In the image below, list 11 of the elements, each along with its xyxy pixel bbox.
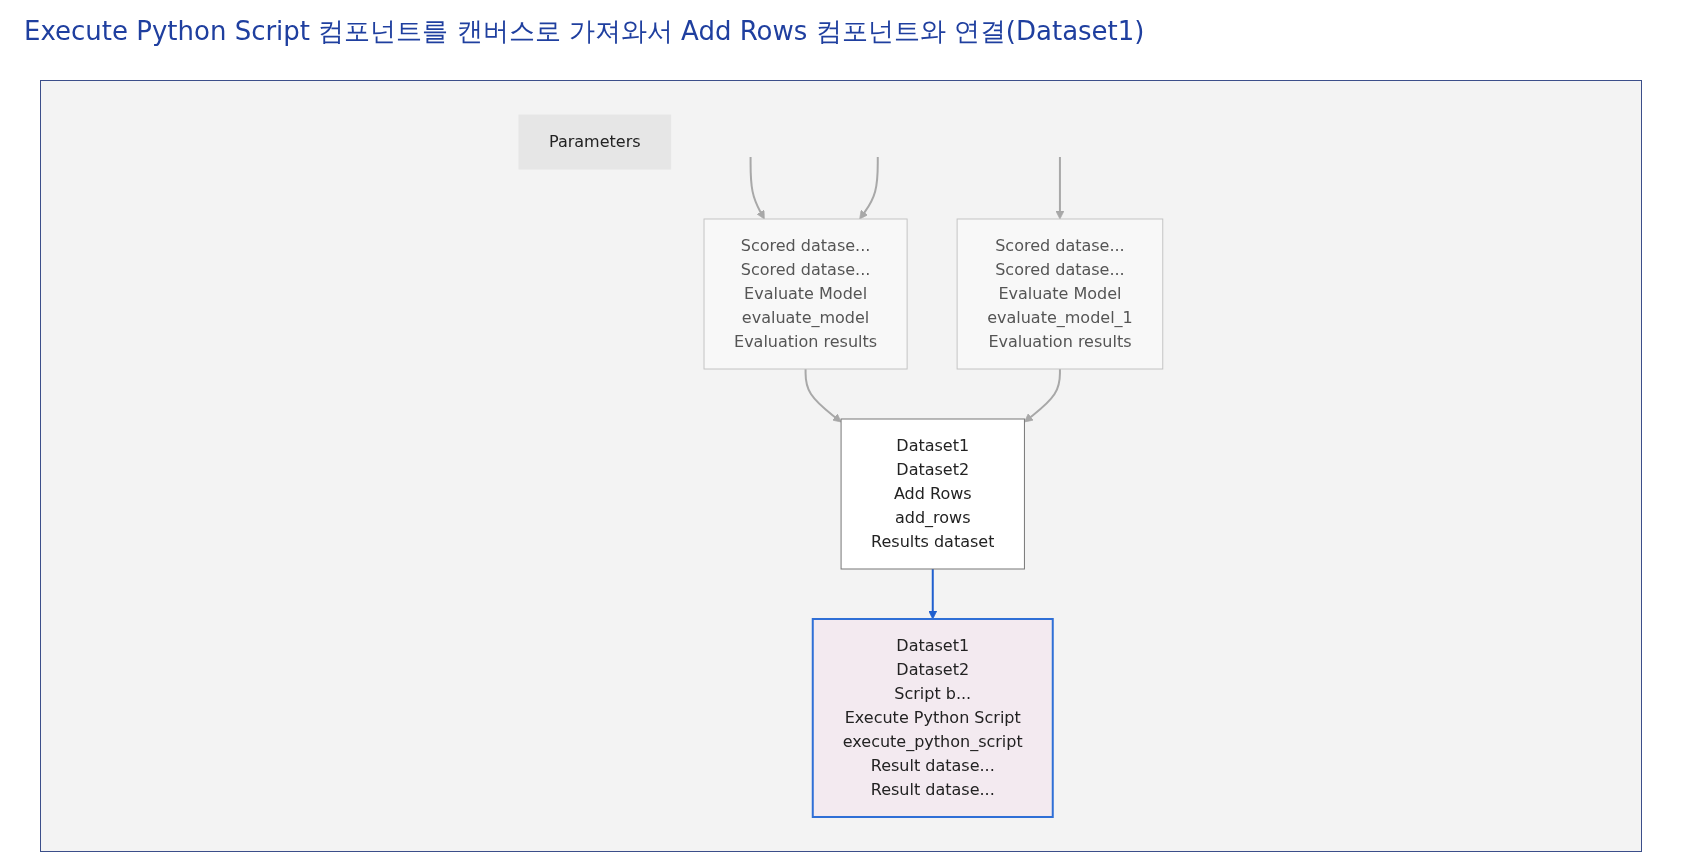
page-title: Execute Python Script 컴포넌트를 캔버스로 가져와서 Add Rows 컴포넌트와 연결(Dataset1) xyxy=(23,15,1146,48)
arrow xyxy=(749,156,765,220)
arrow xyxy=(1055,156,1065,220)
node-box: Scored datase... Scored datase... Evaluate Model evaluate_model_1 Evaluation results xyxy=(956,218,1164,370)
arrow xyxy=(804,368,842,423)
node-box: Scored datase... Scored datase... Evaluate Model evaluate_model Evaluation results xyxy=(703,218,908,370)
arrow xyxy=(1024,368,1062,423)
node-box: Dataset1 Dataset2 Script b... Execute Python Script execute_python_script Result datase... Result datase... xyxy=(811,618,1054,818)
arrow xyxy=(928,568,938,620)
arrow xyxy=(859,156,879,220)
node-box: Dataset1 Dataset2 Add Rows add_rows Results dataset xyxy=(840,418,1026,570)
